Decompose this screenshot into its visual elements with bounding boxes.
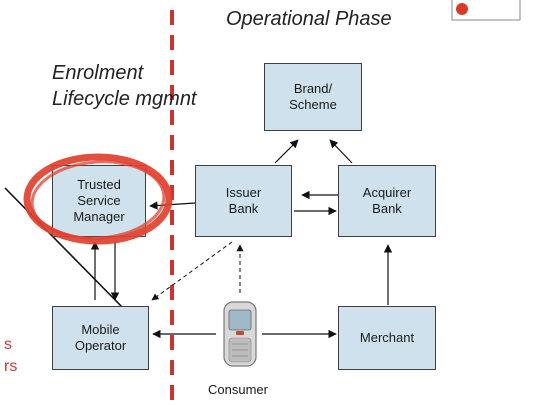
arrow-issuer-to-mobile-dashed (151, 241, 233, 301)
diagonal-strike-line (4, 187, 125, 310)
consumer-label: Consumer (208, 382, 268, 397)
corner-red-dot (456, 3, 468, 15)
mobile-operator-box: Mobile Operator (52, 306, 149, 370)
tsm-highlight-ellipse-inner (30, 160, 166, 240)
trusted-service-manager-box: Trusted Service Manager (52, 165, 146, 237)
tsm-highlight-ellipse-outer (23, 153, 173, 245)
enrolment-heading: Enrolment Lifecycle mgmnt (52, 62, 197, 110)
acquirer-bank-box: Acquirer Bank (338, 165, 436, 237)
arrow-issuer-to-brand (274, 139, 299, 164)
issuer-bank-box: Issuer Bank (195, 165, 292, 237)
merchant-box: Merchant (338, 306, 436, 370)
arrow-acquirer-to-brand (329, 139, 353, 164)
arrow-issuer-to-tsm (149, 201, 196, 210)
left-cut-text: s rs (4, 336, 18, 375)
corner-partial-box (451, 0, 521, 21)
operational-phase-heading: Operational Phase (226, 8, 392, 30)
brand-scheme-box: Brand/ Scheme (264, 63, 362, 131)
